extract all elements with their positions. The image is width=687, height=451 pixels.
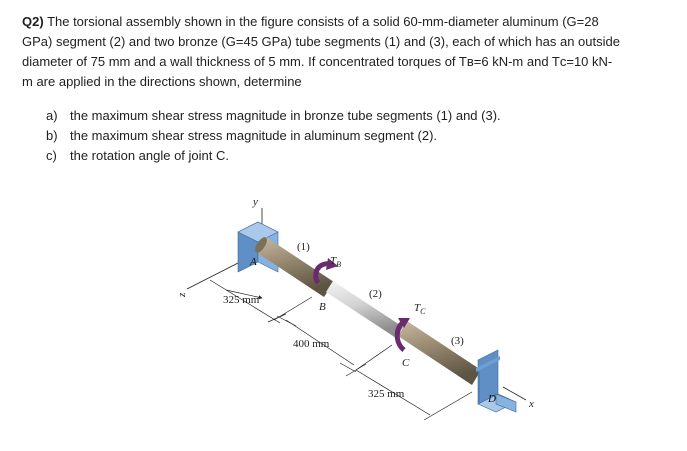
part-text: the maximum shear stress magnitude in al…: [70, 128, 438, 143]
question-parts: a) the maximum shear stress magnitude in …: [22, 106, 662, 166]
statement-line-3: diameter of 75 mm and a wall thickness o…: [22, 54, 613, 69]
problem-text: Q2) The torsional assembly shown in the …: [22, 12, 662, 166]
statement-line-1: The torsional assembly shown in the figu…: [47, 14, 599, 29]
question-part-b: b) the maximum shear stress magnitude in …: [46, 126, 662, 146]
statement-line-2: GPa) segment (2) and two bronze (G=45 GP…: [22, 34, 620, 49]
segment-1-end: [255, 237, 267, 253]
segment-1-bronze: [256, 237, 334, 297]
part-label: c): [46, 148, 57, 163]
support-a-label: A: [249, 256, 257, 268]
support-d: D: [476, 349, 517, 413]
part-label: a): [46, 108, 58, 123]
torque-c-label: TC: [414, 302, 426, 316]
torque-c-arrow: [394, 318, 410, 352]
segment-3-label: (3): [451, 335, 464, 347]
segment-2-aluminum: [326, 281, 403, 338]
part-text: the rotation angle of joint C.: [70, 148, 229, 163]
dimension-325mm-left: 325 mm: [223, 294, 260, 306]
question-part-a: a) the maximum shear stress magnitude in …: [46, 106, 662, 126]
x-axis-line: [502, 386, 527, 401]
dimension-lines: [209, 279, 473, 421]
segment-2-label: (2): [369, 288, 382, 300]
z-axis-line: [186, 261, 241, 290]
statement-line-4: m are applied in the directions shown, d…: [22, 74, 302, 89]
support-d-label: D: [487, 393, 496, 405]
x-axis-label: x: [528, 398, 534, 410]
segment-1-label: (1): [297, 241, 310, 253]
dimension-400mm: 400 mm: [293, 338, 330, 350]
torque-b-label: TB: [330, 255, 341, 269]
joint-b-label: B: [319, 301, 326, 313]
part-label: b): [46, 128, 58, 143]
problem-statement: Q2) The torsional assembly shown in the …: [22, 12, 662, 92]
z-axis-label: z: [176, 292, 188, 298]
segment-3-bronze: [398, 321, 481, 385]
y-axis-label: y: [252, 196, 258, 208]
question-number: Q2): [22, 14, 44, 29]
dimension-325mm-right: 325 mm: [368, 388, 405, 400]
question-part-c: c) the rotation angle of joint C.: [46, 146, 662, 166]
part-text: the maximum shear stress magnitude in br…: [70, 108, 501, 123]
torque-b-arrow: [313, 258, 338, 285]
joint-c-label: C: [402, 357, 410, 369]
